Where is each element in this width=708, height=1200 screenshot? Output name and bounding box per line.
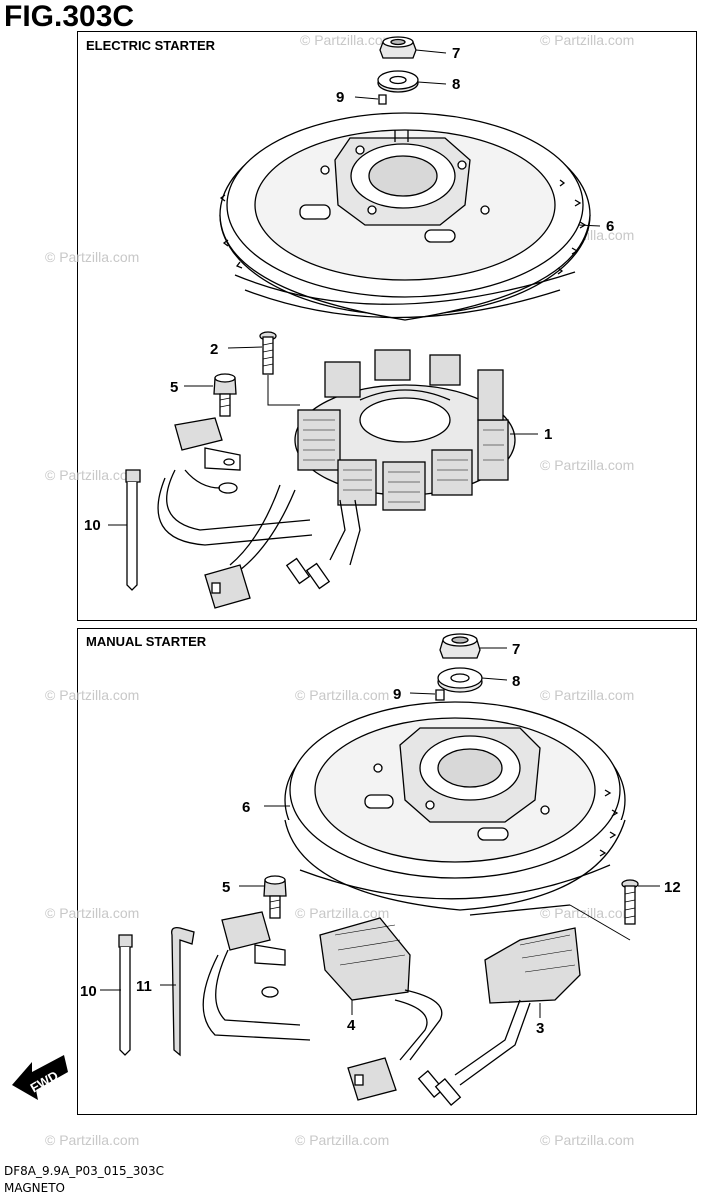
- terminal-part: [417, 1070, 445, 1098]
- callout-number: 11: [136, 978, 152, 995]
- electric-starter-drawing: [125, 36, 591, 609]
- watermark: © Partzilla.com: [540, 687, 634, 703]
- callout-number: 12: [664, 879, 681, 896]
- callout-number: 7: [512, 641, 520, 658]
- bolt-part: [263, 875, 287, 919]
- cable-tie-part: [125, 469, 141, 591]
- watermark: © Partzilla.com: [45, 467, 139, 483]
- electric-leaders: [108, 49, 601, 526]
- connector-part: [204, 564, 251, 609]
- panel-label-manual-starter: MANUAL STARTER: [86, 634, 207, 649]
- clamp-part: [171, 927, 195, 1057]
- callout-number: 10: [80, 983, 97, 1000]
- figure-name: MAGNETO: [4, 1181, 65, 1195]
- pulser-coil-part: [221, 911, 286, 998]
- watermark: © Partzilla.com: [540, 905, 634, 921]
- exciter-coil-part: [319, 917, 411, 1001]
- watermark: © Partzilla.com: [295, 687, 389, 703]
- manual-starter-drawing: [118, 633, 639, 1106]
- callout-number: 9: [336, 89, 344, 106]
- watermark: © Partzilla.com: [540, 457, 634, 473]
- terminal-part: [305, 562, 331, 590]
- connector-part: [347, 1057, 397, 1101]
- panel-manual-starter: [77, 628, 697, 1115]
- fwd-arrow-icon: FWD: [12, 1055, 68, 1100]
- terminal-part: [285, 557, 311, 585]
- callout-number: 2: [210, 341, 218, 358]
- watermark: © Partzilla.com: [45, 687, 139, 703]
- manual-leaders: [100, 647, 660, 1018]
- callout-number: 3: [536, 1020, 544, 1037]
- flywheel-part: [219, 112, 591, 321]
- callout-number: 6: [242, 799, 250, 816]
- cable-tie-part: [118, 934, 133, 1056]
- callout-number: 5: [170, 379, 178, 396]
- watermark: © Partzilla.com: [295, 1132, 389, 1148]
- flywheel-nut-part: [379, 36, 417, 59]
- wire-harness-part: [157, 469, 361, 571]
- panel-label-electric-starter: ELECTRIC STARTER: [86, 38, 216, 53]
- terminal-part: [434, 1078, 462, 1106]
- panel-electric-starter: [77, 31, 697, 621]
- watermark: © Partzilla.com: [540, 1132, 634, 1148]
- washer-part: [437, 667, 483, 693]
- manual-callouts: 7 8 9 6 5 12 10 11 4 3: [80, 641, 681, 1037]
- callout-number: 8: [452, 76, 460, 93]
- watermark: © Partzilla.com: [45, 249, 139, 265]
- callout-number: 7: [452, 45, 460, 62]
- callout-number: 1: [544, 426, 552, 443]
- watermark: © Partzilla.com: [300, 32, 394, 48]
- bolt-part: [259, 331, 277, 375]
- watermark: © Partzilla.com: [540, 32, 634, 48]
- figure-code: DF8A_9.9A_P03_015_303C: [4, 1164, 164, 1178]
- watermarks: © Partzilla.com © Partzilla.com © Partzi…: [45, 32, 634, 1148]
- wire-harness-part: [202, 949, 531, 1086]
- pulser-coil-part: [174, 417, 241, 471]
- flywheel-part: [284, 701, 626, 916]
- flywheel-nut-part: [439, 633, 481, 659]
- stator-part: [294, 349, 516, 511]
- watermark: © Partzilla.com: [45, 1132, 139, 1148]
- callout-number: 10: [84, 517, 101, 534]
- figure-title: FIG.303C: [4, 0, 135, 33]
- lighting-coil-part: [484, 927, 581, 1004]
- callout-number: 9: [393, 686, 401, 703]
- key-part: [378, 94, 387, 105]
- callout-number: 4: [347, 1017, 356, 1034]
- bolt-part: [213, 373, 237, 417]
- washer-part: [377, 70, 419, 93]
- watermark: © Partzilla.com: [45, 905, 139, 921]
- electric-callouts: 7 8 9 6 2 5 1 10: [84, 45, 614, 534]
- key-part: [435, 689, 445, 701]
- bolt-part: [621, 879, 639, 925]
- callout-number: 5: [222, 879, 230, 896]
- callout-number: 8: [512, 673, 520, 690]
- callout-number: 6: [606, 218, 614, 235]
- watermark: © Partzilla.com: [295, 905, 389, 921]
